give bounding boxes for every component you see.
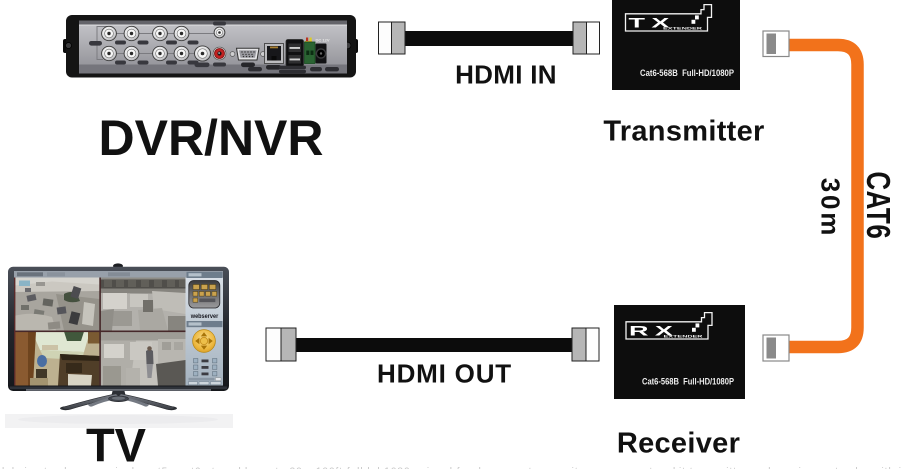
svg-text:Receiver: Receiver	[617, 428, 740, 460]
svg-text:webserver: webserver	[190, 313, 219, 320]
svg-text:EXTENDER: EXTENDER	[664, 334, 704, 338]
svg-text:EXTENDER: EXTENDER	[663, 26, 703, 30]
svg-text:Cat6-568B Full-HD/1080P: Cat6-568B Full-HD/1080P	[642, 377, 734, 387]
svg-text:Cat6-568B Full-HD/1080P: Cat6-568B Full-HD/1080P	[640, 68, 734, 78]
svg-text:30m: 30m	[816, 178, 846, 238]
svg-text:DC 12V: DC 12V	[316, 38, 330, 43]
svg-text:hdmi extender over single cat5: hdmi extender over single cat5e cat6 utp…	[2, 467, 906, 469]
svg-text:Transmitter: Transmitter	[603, 116, 764, 148]
svg-text:CAT6: CAT6	[859, 171, 896, 239]
svg-text:HDMI IN: HDMI IN	[455, 60, 557, 90]
svg-text:DVR/NVR: DVR/NVR	[98, 110, 323, 166]
svg-text:TX: TX	[629, 16, 676, 31]
svg-text:HDMI OUT: HDMI OUT	[377, 359, 512, 389]
svg-text:TV: TV	[86, 419, 147, 469]
svg-text:RX: RX	[629, 324, 679, 339]
